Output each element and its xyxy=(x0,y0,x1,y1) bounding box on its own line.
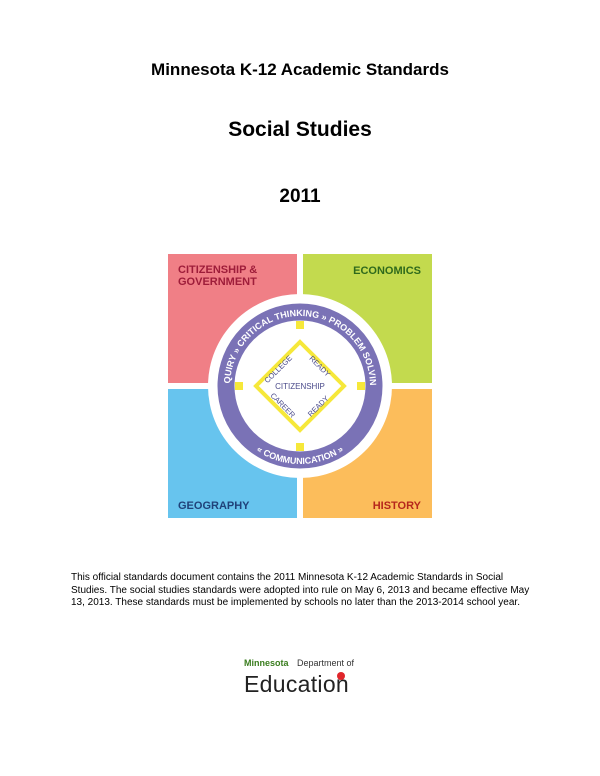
standards-description: This official standards document contain… xyxy=(71,572,530,608)
social-studies-graphic: CITIZENSHIP & GOVERNMENT ECONOMICS GEOGR… xyxy=(168,254,432,518)
connector-left xyxy=(235,382,243,390)
connector-right xyxy=(357,382,365,390)
citizenship-label-line2: GOVERNMENT xyxy=(178,276,257,288)
economics-label: ECONOMICS xyxy=(353,265,421,277)
geography-label: GEOGRAPHY xyxy=(178,500,250,512)
document-subject: Social Studies xyxy=(228,118,372,141)
mde-logo: Minnesota Department of Education xyxy=(244,658,364,706)
connector-bottom xyxy=(296,443,304,451)
connector-top xyxy=(296,321,304,329)
logo-word: Education xyxy=(244,671,349,697)
document-header: Minnesota K-12 Academic Standards xyxy=(151,60,449,79)
center-diamond xyxy=(253,339,347,433)
citizenship-label-line1: CITIZENSHIP & xyxy=(178,264,257,276)
logo-state: Minnesota xyxy=(244,658,289,668)
citizenship-center-text: CITIZENSHIP xyxy=(275,382,325,391)
apple-dot-icon xyxy=(337,672,345,680)
logo-department: Department of xyxy=(297,658,355,668)
skills-ring xyxy=(217,303,383,469)
document-year: 2011 xyxy=(279,186,321,207)
history-label: HISTORY xyxy=(373,500,422,512)
